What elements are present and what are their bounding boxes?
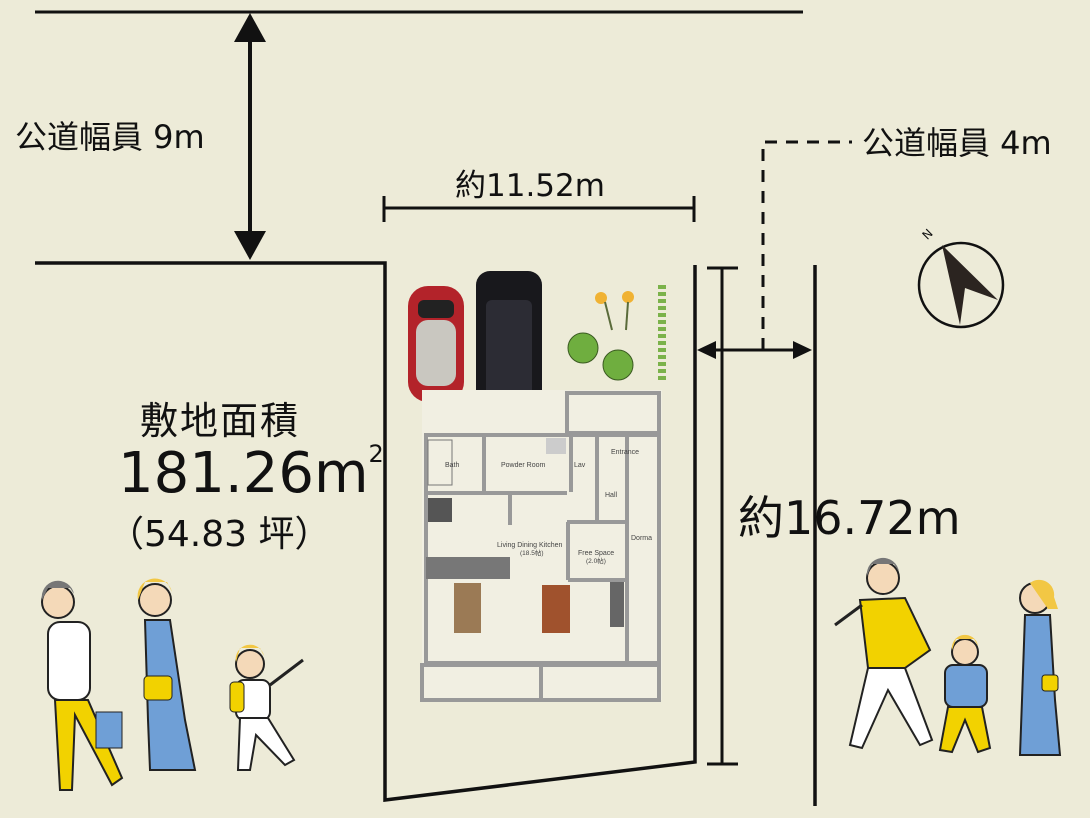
site-area-tsubo: （54.83 坪） bbox=[108, 514, 331, 555]
width-dimension-label: 約11.52m bbox=[455, 168, 605, 204]
road-width-top-label: 公道幅員 9m bbox=[15, 118, 205, 156]
depth-dimension-label: 約16.72m bbox=[738, 491, 961, 545]
compass-icon bbox=[917, 241, 1005, 329]
site-area-number: 181.26m bbox=[118, 441, 369, 506]
site-area-title: 敷地面積 bbox=[140, 399, 301, 443]
floor-plan bbox=[420, 390, 662, 702]
road-width-arrow-top bbox=[234, 13, 266, 260]
road-width-arrow-right bbox=[697, 341, 812, 359]
car-black-icon bbox=[476, 271, 542, 413]
road-width-right-label: 公道幅員 4m bbox=[862, 124, 1052, 162]
lot-boundary bbox=[35, 261, 697, 802]
car-red-icon bbox=[408, 286, 464, 402]
flowers-icon bbox=[595, 291, 634, 331]
site-area-value: 181.26m2 bbox=[118, 440, 384, 506]
site-area-superscript: 2 bbox=[368, 440, 384, 468]
trees-icon bbox=[567, 332, 634, 381]
road-centerline-dashed bbox=[761, 140, 852, 350]
width-dimension-line bbox=[382, 196, 696, 222]
